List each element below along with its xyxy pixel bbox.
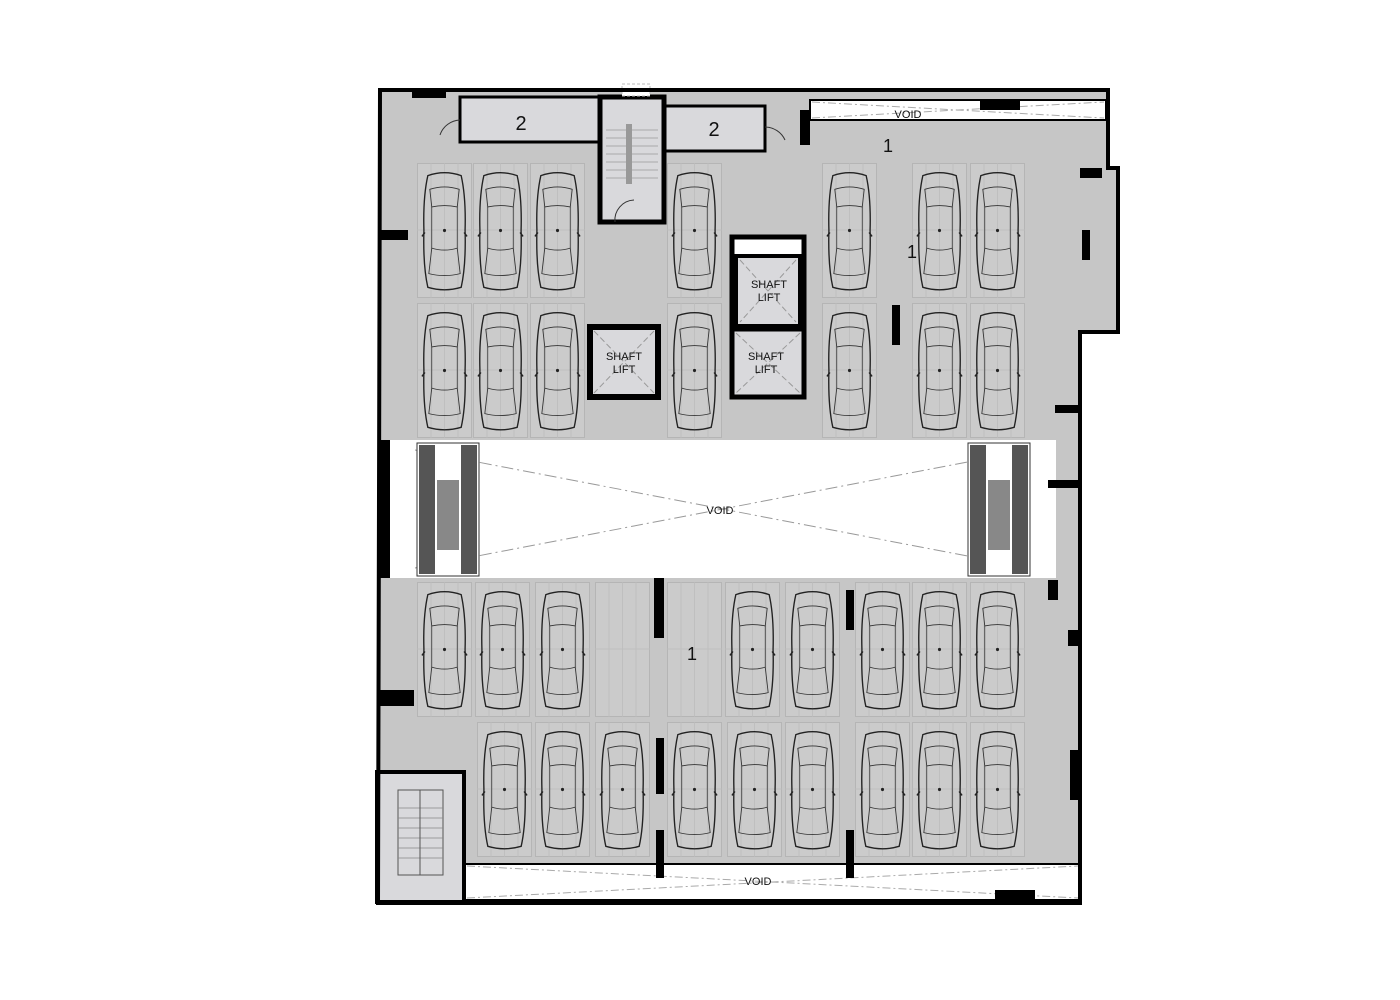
zone-label-mid: 1 <box>907 242 917 262</box>
columns <box>380 88 1102 902</box>
shaft-label: LIFT <box>613 364 636 376</box>
shaft-lift-2: SHAFT LIFT <box>729 234 807 332</box>
exterior-wall <box>375 88 1120 905</box>
void-strip-top: VOID <box>809 99 1107 121</box>
shaft-label: SHAFT <box>751 279 787 291</box>
void-label-top: VOID <box>895 109 922 121</box>
shaft-lift-3: SHAFT LIFT <box>729 326 807 400</box>
room-2-left: 2 <box>439 95 602 144</box>
central-void: VOID <box>388 440 1056 578</box>
zone-label-top: 1 <box>883 136 893 156</box>
room-label: 2 <box>708 119 719 141</box>
void-strip-bottom: VOID <box>464 863 1081 901</box>
shaft-label: LIFT <box>755 364 778 376</box>
stair-top <box>597 83 667 225</box>
void-label-bottom: VOID <box>745 876 772 888</box>
parking-stall <box>595 582 650 717</box>
void-label-center: VOID <box>707 505 734 517</box>
shaft-label: SHAFT <box>748 351 784 363</box>
escalator-right <box>967 442 1031 577</box>
shaft-label: SHAFT <box>606 351 642 363</box>
shaft-lift-1: SHAFT LIFT <box>587 324 661 400</box>
zone-label-bottom: 1 <box>687 644 697 664</box>
room-label: 2 <box>515 113 526 135</box>
room-2-right: 2 <box>663 104 786 153</box>
shaft-label: LIFT <box>758 292 781 304</box>
escalator-left <box>416 442 480 577</box>
stair-bottom-left <box>375 770 466 904</box>
